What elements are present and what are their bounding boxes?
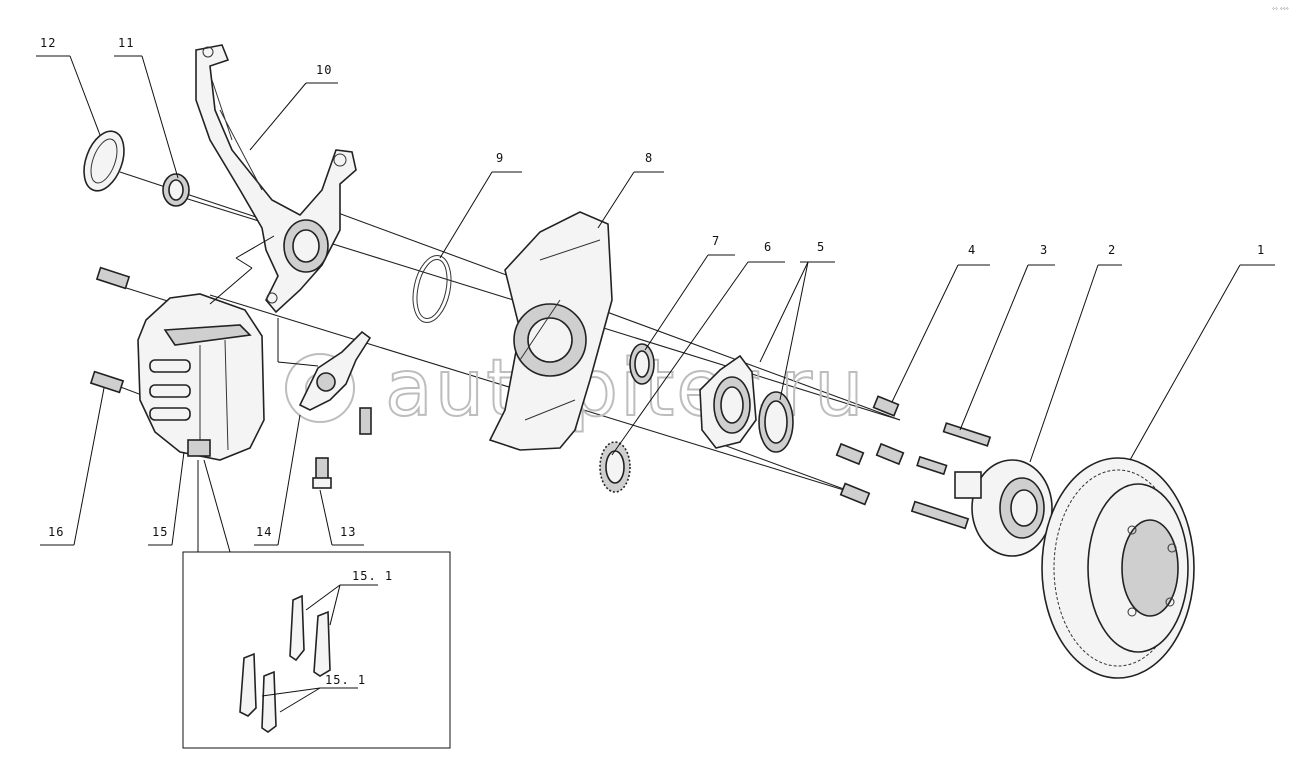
part-15-brake-caliper bbox=[137, 293, 265, 461]
part-10-steering-knuckle bbox=[195, 44, 357, 314]
leader-lines bbox=[36, 55, 1275, 553]
part-8-dust-shield bbox=[488, 211, 613, 451]
part-13-bolt bbox=[312, 407, 372, 489]
callout-13: 13 bbox=[340, 525, 356, 539]
callout-1: 1 bbox=[1257, 243, 1265, 257]
callout-9: 9 bbox=[496, 151, 504, 165]
callout-10: 10 bbox=[316, 63, 332, 77]
callout-12: 12 bbox=[40, 36, 56, 50]
corner-mark: °° °°° bbox=[1272, 7, 1289, 14]
part-12-seal bbox=[83, 130, 125, 192]
callout-4: 4 bbox=[968, 243, 976, 257]
part-14-bracket bbox=[298, 330, 372, 411]
part-9-o-ring bbox=[412, 255, 452, 323]
detail-inset-brake-pads: 15. 1 15. 1 bbox=[182, 551, 451, 749]
part-16-caliper-bolts bbox=[89, 266, 131, 394]
callout-8: 8 bbox=[645, 151, 653, 165]
callout-14: 14 bbox=[256, 525, 272, 539]
part-6-tone-ring bbox=[599, 441, 631, 493]
callout-6: 6 bbox=[764, 240, 772, 254]
callout-5: 5 bbox=[817, 240, 825, 254]
callout-3: 3 bbox=[1040, 243, 1048, 257]
callout-15: 15 bbox=[152, 525, 168, 539]
part-2-wheel-hub bbox=[954, 459, 1053, 557]
inset-label-15-1-top: 15. 1 bbox=[352, 569, 393, 583]
part-1-brake-disc bbox=[1041, 457, 1195, 679]
part-4-bolts bbox=[835, 395, 905, 506]
callout-2: 2 bbox=[1108, 243, 1116, 257]
callout-7: 7 bbox=[712, 234, 720, 248]
part-11-cap bbox=[162, 173, 190, 207]
callout-16: 16 bbox=[48, 525, 64, 539]
part-7-oil-seal bbox=[629, 343, 655, 385]
part-3-wheel-studs bbox=[910, 422, 992, 530]
callout-11: 11 bbox=[118, 36, 134, 50]
callout-labels: 1 2 3 4 5 6 7 8 9 10 11 12 13 14 15 16 bbox=[40, 36, 1265, 539]
part-5-bearing-assembly bbox=[699, 354, 794, 453]
inset-label-15-1-bottom: 15. 1 bbox=[325, 673, 366, 687]
